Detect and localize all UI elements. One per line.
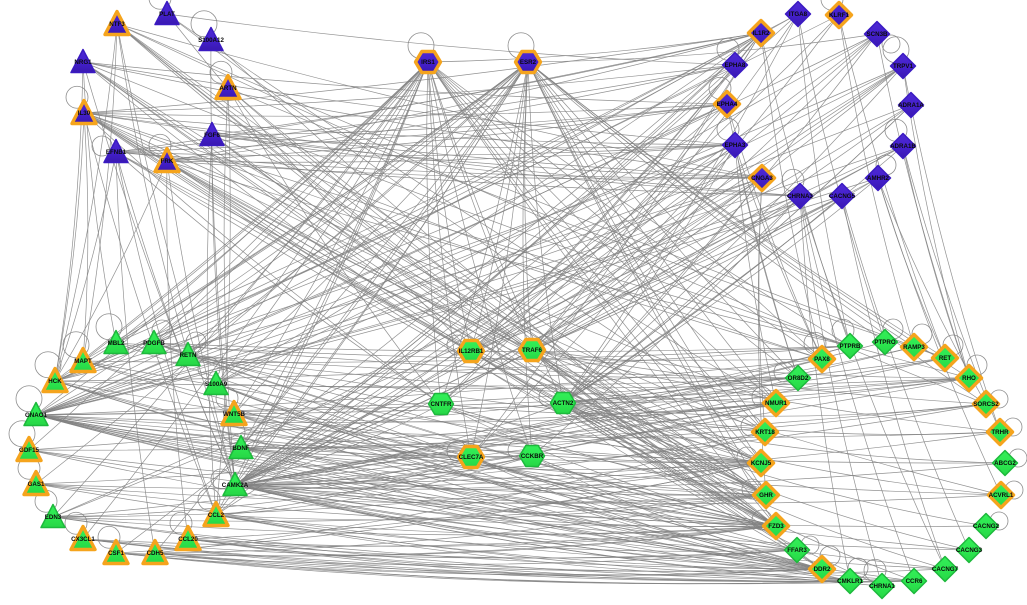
- svg-text:CLEC7A: CLEC7A: [459, 454, 484, 461]
- svg-text:ESR2: ESR2: [520, 59, 537, 66]
- svg-text:ADRA1B: ADRA1B: [890, 143, 916, 150]
- svg-text:SCN3B: SCN3B: [867, 31, 889, 38]
- svg-text:PTPRO: PTPRO: [874, 339, 896, 346]
- svg-text:ACVRL1: ACVRL1: [989, 492, 1014, 499]
- svg-text:CACNG3: CACNG3: [956, 547, 983, 554]
- svg-text:NRG1: NRG1: [74, 59, 92, 66]
- svg-text:RAMP3: RAMP3: [903, 344, 925, 351]
- svg-text:S100A9: S100A9: [205, 381, 228, 388]
- svg-text:KLRF1: KLRF1: [829, 12, 849, 19]
- svg-text:PAX8: PAX8: [814, 356, 830, 363]
- svg-text:DDR2: DDR2: [814, 566, 831, 573]
- svg-text:KRT18: KRT18: [755, 429, 775, 436]
- svg-text:CACNG2: CACNG2: [973, 523, 1000, 530]
- svg-text:CCR6: CCR6: [906, 578, 923, 585]
- svg-text:CAMK2A: CAMK2A: [222, 482, 249, 489]
- svg-text:CMKLR1: CMKLR1: [837, 578, 863, 585]
- svg-text:TRPV1: TRPV1: [893, 63, 914, 70]
- svg-text:MBL2: MBL2: [108, 340, 125, 347]
- svg-text:CNGA3: CNGA3: [751, 175, 773, 182]
- svg-text:CCL20: CCL20: [178, 536, 198, 543]
- svg-text:CCL2: CCL2: [208, 512, 225, 519]
- svg-text:FGF6: FGF6: [204, 132, 220, 139]
- svg-text:ARTN: ARTN: [219, 85, 237, 92]
- svg-text:MAPT: MAPT: [74, 358, 92, 365]
- svg-text:ABCG2: ABCG2: [994, 460, 1016, 467]
- svg-text:ACTN2: ACTN2: [553, 400, 574, 407]
- svg-text:BDNF: BDNF: [232, 445, 249, 452]
- svg-text:RET: RET: [939, 355, 952, 362]
- svg-text:WNT5B: WNT5B: [223, 411, 246, 418]
- svg-text:CSF1: CSF1: [108, 550, 124, 557]
- svg-text:CNTFR: CNTFR: [431, 401, 452, 408]
- svg-text:TRHR: TRHR: [991, 429, 1009, 436]
- svg-text:EFNB1: EFNB1: [106, 149, 127, 156]
- svg-text:CACNG5: CACNG5: [829, 193, 856, 200]
- svg-text:ADRA1A: ADRA1A: [898, 102, 924, 109]
- svg-text:NMUR1: NMUR1: [765, 400, 788, 407]
- svg-text:GAS1: GAS1: [28, 481, 45, 488]
- svg-text:IL1R2: IL1R2: [753, 30, 770, 37]
- svg-text:CDH5: CDH5: [147, 550, 164, 557]
- svg-text:HCK: HCK: [48, 378, 62, 385]
- svg-text:CCKBR: CCKBR: [521, 453, 544, 460]
- svg-text:CX3CL1: CX3CL1: [71, 536, 95, 543]
- svg-text:SORCS2: SORCS2: [973, 401, 999, 408]
- svg-text:GNAO1: GNAO1: [25, 412, 48, 419]
- svg-text:AMHR2: AMHR2: [867, 175, 890, 182]
- svg-text:EPHA4: EPHA4: [717, 101, 738, 108]
- svg-text:IL30: IL30: [78, 110, 91, 117]
- svg-text:KCNJ5: KCNJ5: [751, 460, 772, 467]
- svg-text:EPHA3: EPHA3: [725, 142, 746, 149]
- svg-text:CHRNA1: CHRNA1: [869, 583, 895, 590]
- svg-text:NTF3: NTF3: [109, 21, 125, 28]
- svg-text:FRK: FRK: [161, 158, 174, 165]
- svg-text:RETN: RETN: [180, 352, 197, 359]
- svg-text:ITGA8: ITGA8: [789, 11, 808, 18]
- svg-text:IRS1: IRS1: [421, 59, 435, 66]
- svg-text:GDF15: GDF15: [19, 447, 40, 454]
- svg-text:PLAT: PLAT: [159, 11, 175, 18]
- svg-text:FFAR3: FFAR3: [787, 547, 807, 554]
- svg-text:CHRNA3: CHRNA3: [787, 193, 813, 200]
- svg-text:TRAF6: TRAF6: [522, 347, 542, 354]
- svg-text:S100A12: S100A12: [198, 37, 224, 44]
- svg-text:GHR: GHR: [759, 492, 773, 499]
- svg-text:IL12RB1: IL12RB1: [459, 348, 484, 355]
- svg-text:OR8D2: OR8D2: [788, 375, 809, 382]
- svg-text:CACNG7: CACNG7: [932, 566, 959, 573]
- svg-text:PDGFB: PDGFB: [143, 340, 165, 347]
- svg-text:FZD3: FZD3: [768, 523, 784, 530]
- svg-text:EDN3: EDN3: [45, 514, 62, 521]
- svg-text:PTPRB: PTPRB: [840, 343, 862, 350]
- svg-text:EPHA8: EPHA8: [725, 62, 746, 69]
- svg-text:RHO: RHO: [962, 375, 976, 382]
